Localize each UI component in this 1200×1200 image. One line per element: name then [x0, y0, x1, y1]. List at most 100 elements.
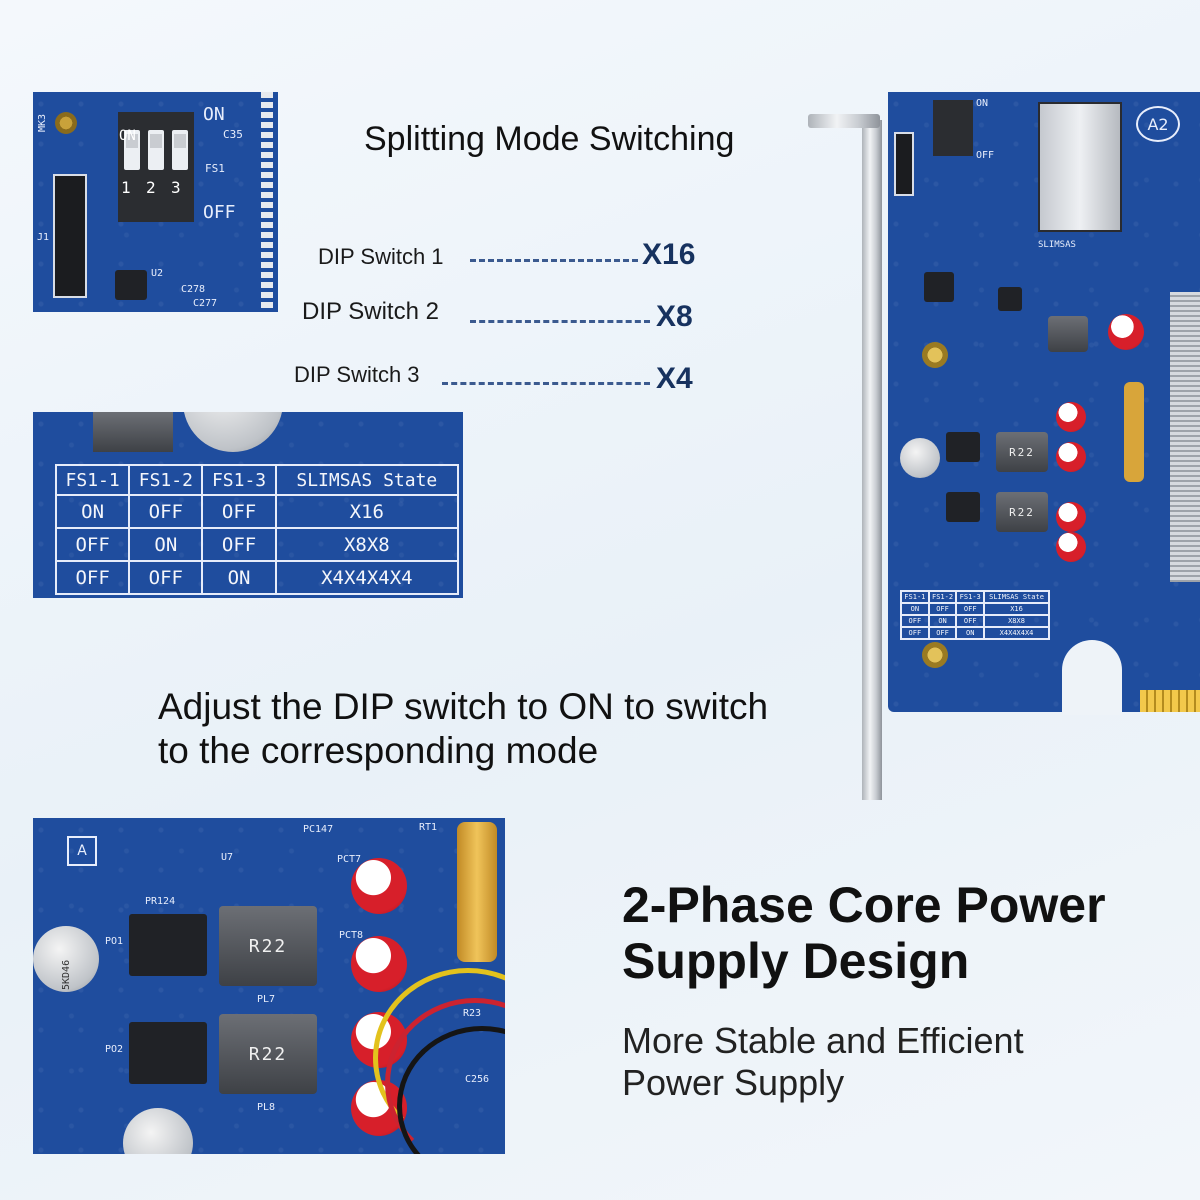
pad-column — [261, 92, 273, 312]
power-heading-line-1: 2-Phase Core Power — [622, 877, 1106, 933]
card-cap-top — [1108, 314, 1144, 350]
silk-c35: C35 — [223, 128, 243, 141]
dash-line-1 — [470, 259, 638, 262]
fs-state-table: FS1-1 FS1-2 FS1-3 SLIMSAS State ON OFF O… — [54, 464, 460, 595]
card-inductor-1: R22 — [996, 432, 1048, 472]
fs-cell: ON — [54, 494, 131, 529]
silk-fs1: FS1 — [205, 162, 225, 175]
fs-header-3: FS1-3 — [201, 464, 277, 496]
mount-hole — [55, 112, 77, 134]
silk-j1: J1 — [37, 232, 50, 243]
vrm-inductor-2: R22 — [219, 1014, 317, 1094]
fs-cell: OFF — [54, 527, 131, 562]
top-capacitor — [183, 412, 283, 452]
silk-u2: U2 — [151, 268, 164, 279]
card-cap-grey — [900, 438, 940, 478]
fs-cell: OFF — [201, 527, 277, 562]
silk-pl7: PL7 — [257, 994, 276, 1005]
dip-label-2: DIP Switch 2 — [302, 298, 439, 325]
mode-value-1: X16 — [642, 238, 696, 271]
fs-table-closeup: FS1-1 FS1-2 FS1-3 SLIMSAS State ON OFF O… — [33, 412, 463, 598]
fs-cell: X8X8 — [274, 527, 460, 562]
silk-pct8: PCT8 — [339, 930, 364, 941]
power-subtext-line-2: Power Supply — [622, 1062, 845, 1103]
vrm-cap-red-1 — [351, 858, 407, 914]
silk-on-small: ON — [119, 128, 136, 144]
power-heading-line-2: Supply Design — [622, 933, 970, 989]
card-cap-3 — [1056, 502, 1086, 532]
silk-num-1: 1 — [121, 178, 131, 197]
fs-cell: OFF — [201, 494, 277, 529]
silk-pr124: PR124 — [145, 896, 176, 907]
card-inductor-2: R22 — [996, 492, 1048, 532]
fs-header-4: SLIMSAS State — [274, 464, 460, 496]
page-title: Splitting Mode Switching — [364, 120, 735, 158]
silk-num-3: 3 — [171, 178, 181, 197]
vrm-cap-grey-2 — [123, 1108, 193, 1154]
vrm-mosfet-2 — [129, 1022, 207, 1084]
fs-cell: OFF — [128, 494, 204, 529]
instruction-line-1: Adjust the DIP switch to ON to switch — [158, 686, 769, 727]
silk-c277: C277 — [193, 298, 218, 309]
fs-header-2: FS1-2 — [128, 464, 204, 496]
mode-value-3: X4 — [656, 362, 693, 395]
card-cap-4 — [1056, 532, 1086, 562]
connector-j1 — [53, 174, 87, 298]
fs-header-1: FS1-1 — [54, 464, 131, 496]
silk-on: ON — [203, 104, 225, 125]
slimsas-connector — [1038, 102, 1122, 232]
vrm-cap-grey-1 — [33, 926, 99, 992]
pcie-notch — [1062, 640, 1122, 715]
fs-cell: OFF — [128, 560, 204, 595]
card-chip-2 — [998, 287, 1022, 311]
pcie-gold-fingers — [1140, 690, 1200, 712]
silk-pct7: PCT7 — [337, 854, 362, 865]
dip-switch-closeup: MK3 ON ON OFF C35 FS1 1 2 3 J1 U2 C278 C… — [33, 92, 278, 312]
vrm-closeup: A PR124 U7 PC147 PCT7 PCT8 RT1 PO1 PO2 P… — [33, 818, 505, 1154]
silk-slimsas: SLIMSAS — [1038, 240, 1076, 250]
card-chip-1 — [924, 272, 954, 302]
vrm-cap-label: 5KD46 — [61, 959, 72, 990]
fs-cell: X16 — [274, 494, 460, 529]
top-inductor — [93, 412, 173, 452]
vrm-fuse — [457, 822, 497, 962]
vrm-mosfet-1 — [129, 914, 207, 976]
dip-label-3: DIP Switch 3 — [294, 362, 420, 387]
card-cap-2 — [1056, 442, 1086, 472]
silk-pl8: PL8 — [257, 1102, 276, 1113]
card-silk-off: OFF — [976, 150, 995, 161]
card-screw-1 — [922, 342, 948, 368]
vrm-badge-a: A — [67, 836, 97, 866]
card-mosfet-1 — [946, 432, 980, 462]
a2-badge: A2 — [1136, 106, 1180, 142]
card-fuse — [1124, 382, 1144, 482]
chip-u2 — [115, 270, 147, 300]
card-silk-on: ON — [976, 98, 989, 109]
mode-value-2: X8 — [656, 300, 693, 333]
silk-rt1: RT1 — [419, 822, 438, 833]
card-cap-1 — [1056, 402, 1086, 432]
dash-line-3 — [442, 382, 650, 385]
fs-cell: OFF — [54, 560, 131, 595]
card-heatsink — [1170, 292, 1200, 582]
silk-pc147: PC147 — [303, 824, 334, 835]
fs-cell: X4X4X4X4 — [274, 560, 460, 595]
fs-cell: ON — [128, 527, 204, 562]
silk-mk3: MK3 — [37, 113, 48, 132]
silk-u7: U7 — [221, 852, 234, 863]
dip-label-1: DIP Switch 1 — [318, 244, 444, 269]
vrm-inductor-1: R22 — [219, 906, 317, 986]
card-header — [894, 132, 914, 196]
dash-line-2 — [470, 320, 650, 323]
instruction-line-2: to the corresponding mode — [158, 730, 599, 771]
power-subtext-line-1: More Stable and Efficient — [622, 1020, 1024, 1061]
card-dip-switch — [933, 100, 973, 156]
pcie-bracket-top — [808, 114, 880, 128]
card-inductor-top — [1048, 316, 1088, 352]
silk-c278: C278 — [181, 284, 206, 295]
silk-num-2: 2 — [146, 178, 156, 197]
silk-po2: PO2 — [105, 1044, 124, 1055]
card-mosfet-2 — [946, 492, 980, 522]
